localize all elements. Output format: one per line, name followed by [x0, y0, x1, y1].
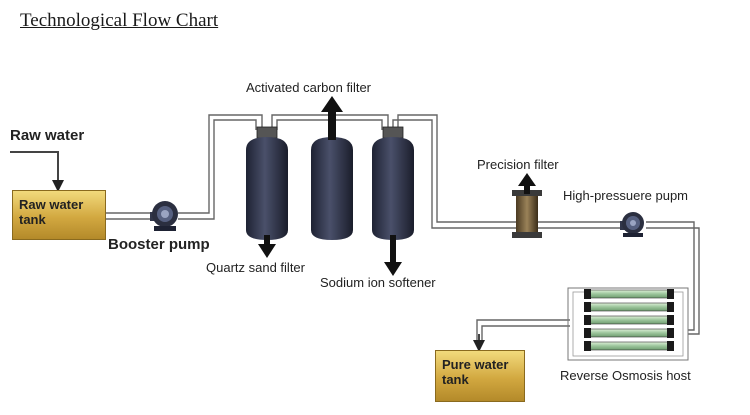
sodium-ion-softener-label: Sodium ion softener — [320, 275, 436, 290]
precision-filter-label: Precision filter — [477, 157, 559, 172]
page-title: Technological Flow Chart — [20, 10, 219, 31]
booster-pump-label: Booster pump — [108, 236, 210, 253]
precision-filter-icon — [512, 173, 542, 238]
pure-water-tank-label-line2: tank — [442, 372, 469, 387]
raw-water-tank: Raw water tank — [12, 190, 106, 240]
high-pressure-pump-icon — [620, 212, 644, 237]
sodium-ion-softener-vessel — [372, 126, 414, 276]
pure-water-tank: Pure water tank — [435, 350, 525, 402]
high-pressure-pump-label: High-pressuere pupm — [563, 188, 689, 203]
activated-carbon-filter-vessel — [311, 96, 353, 240]
raw-water-tank-label-line2: tank — [19, 212, 46, 227]
raw-water-tank-label-line1: Raw water — [19, 197, 84, 212]
quartz-sand-filter-label: Quartz sand filter — [206, 260, 305, 275]
raw-water-inlet — [10, 151, 64, 192]
raw-water-label: Raw water — [10, 127, 85, 144]
reverse-osmosis-host-label: Reverse Osmosis host — [560, 368, 691, 383]
booster-pump-icon — [150, 201, 178, 231]
pure-water-tank-label-line1: Pure water — [442, 357, 509, 372]
pipe-network — [106, 114, 700, 344]
activated-carbon-filter-label: Activated carbon filter — [246, 80, 372, 95]
reverse-osmosis-host-icon — [567, 287, 689, 361]
quartz-sand-filter-vessel — [246, 126, 288, 258]
